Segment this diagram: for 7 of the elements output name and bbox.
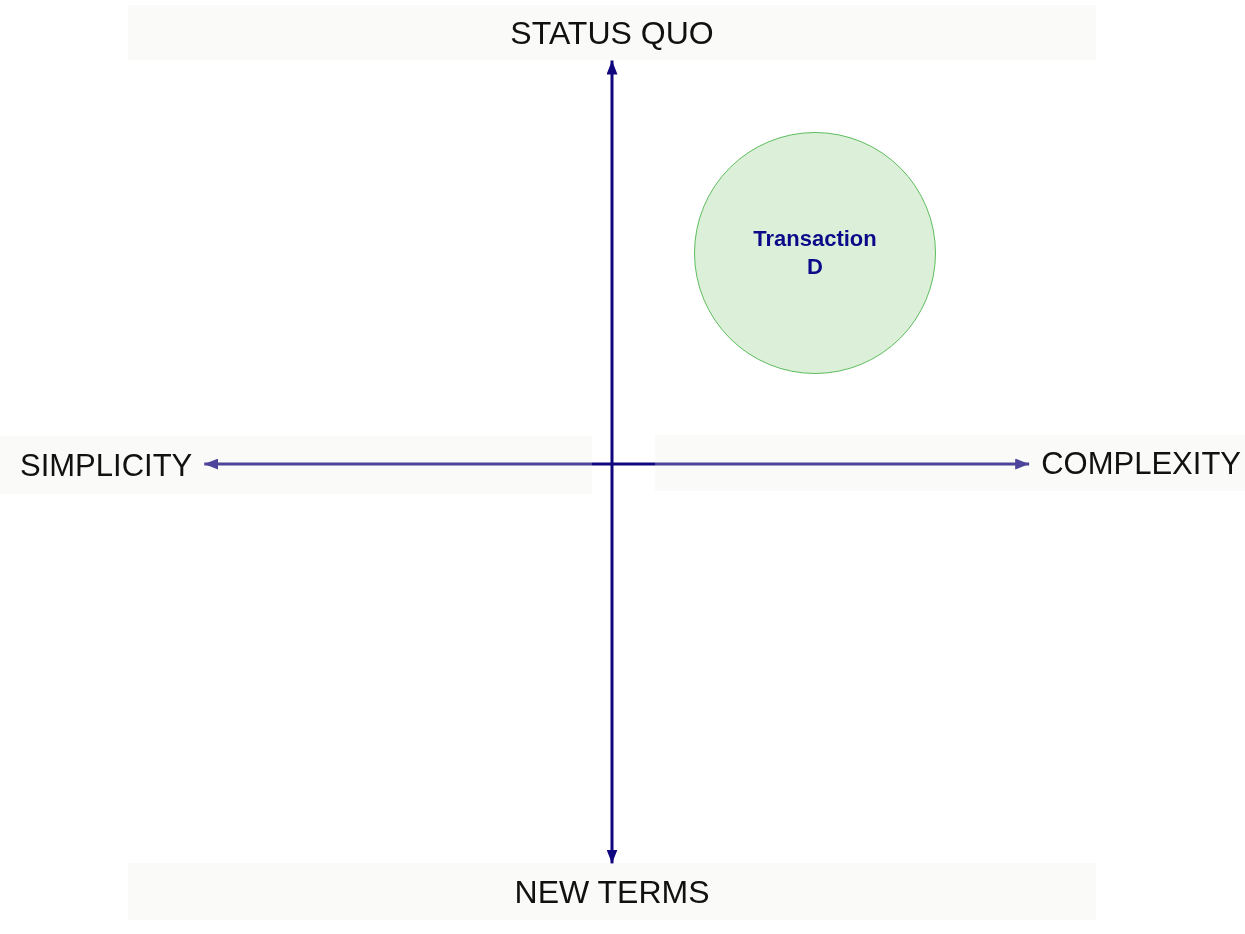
double-arrow [606, 60, 618, 864]
double-arrow [204, 458, 1030, 470]
axis-label: COMPLEXITY [1041, 447, 1241, 479]
axis-label: NEW TERMS [514, 875, 710, 908]
bubble-label: Transaction D [752, 225, 878, 281]
axis-label: SIMPLICITY [20, 449, 193, 481]
axis-label: STATUS QUO [510, 16, 714, 49]
